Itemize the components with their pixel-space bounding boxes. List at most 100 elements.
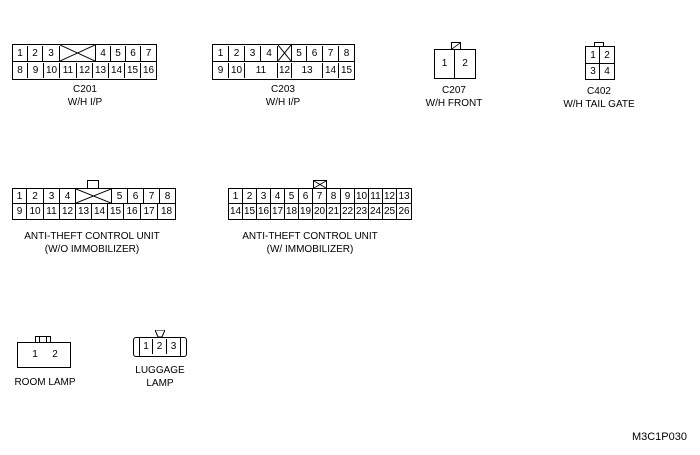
luggage-lamp-label-line2: LAMP (146, 378, 174, 389)
pin-3: 3 (257, 189, 271, 204)
pin-5: 5 (111, 46, 126, 61)
pin-7: 7 (144, 189, 160, 204)
pin-25: 25 (383, 204, 397, 219)
connector-luggage-lamp: 1 2 3 (133, 330, 189, 360)
connector-face: 1 2 3 4 5 6 7 8 9 10 11 12 13 14 15 16 1… (228, 188, 412, 220)
pin-21: 21 (327, 204, 341, 219)
pin-9: 9 (13, 204, 27, 219)
pin-2: 2 (153, 339, 167, 354)
c201-code: C201 (73, 84, 97, 95)
connector-c203: 1 2 3 4 5 6 7 8 9 10 11 12 13 14 15 (212, 44, 355, 80)
pin-10: 10 (44, 63, 60, 78)
connector-c207: 1 2 (434, 42, 476, 80)
pin-4: 4 (604, 66, 610, 77)
pin-2: 2 (229, 46, 245, 61)
pin-11: 11 (369, 189, 383, 204)
connector-anti-theft-wo-immobilizer: 1 2 3 4 5 6 7 8 9 10 11 12 13 14 15 16 1… (12, 180, 177, 220)
pin-8: 8 (343, 48, 350, 59)
pin-12: 12 (60, 204, 76, 219)
connector-c201: 1 2 3 4 5 6 7 8 9 10 11 12 13 14 15 16 (12, 44, 157, 80)
pin-9: 9 (28, 63, 44, 78)
c207-harness: W/H FRONT (425, 98, 483, 109)
pin-4: 4 (261, 46, 278, 61)
pin-5: 5 (292, 46, 307, 61)
pin-1: 1 (229, 189, 243, 204)
diagram-reference-code: M3C1P030 (631, 431, 687, 443)
pin-6: 6 (126, 46, 141, 61)
pin-4: 4 (60, 189, 76, 204)
pin-18: 18 (160, 206, 173, 217)
pin-10: 10 (27, 204, 44, 219)
c402-code: C402 (587, 86, 611, 97)
connector-face: 1 2 3 4 5 6 7 8 9 10 11 12 13 14 15 (212, 44, 355, 80)
pin-1: 1 (590, 50, 596, 61)
luggage-lamp-label-line1: LUGGAGE (135, 365, 185, 376)
blocked-cavity-x (76, 189, 112, 203)
pin-12: 12 (278, 63, 292, 78)
pin-12: 12 (383, 189, 397, 204)
pin-3: 3 (590, 66, 596, 77)
pin-3: 3 (245, 46, 261, 61)
connector-face: 1 2 3 4 (585, 46, 615, 80)
pin-1: 1 (213, 46, 229, 61)
pin-3: 3 (44, 189, 60, 204)
pin-15: 15 (340, 65, 353, 76)
pin-13: 13 (398, 191, 410, 202)
pin-19: 19 (299, 204, 313, 219)
pin-8: 8 (13, 63, 28, 78)
c402-harness: W/H TAIL GATE (563, 99, 635, 110)
pin-14: 14 (109, 63, 125, 78)
pin-1: 1 (140, 339, 153, 354)
pin-15: 15 (125, 63, 141, 78)
pin-2: 2 (243, 189, 257, 204)
pin-9: 9 (213, 63, 229, 78)
pin-16: 16 (257, 204, 271, 219)
connector-room-lamp: 1 2 (17, 336, 73, 370)
pin-1: 1 (32, 349, 38, 360)
connector-face: 1 2 3 4 5 6 7 8 9 10 11 12 13 14 15 16 1… (12, 188, 176, 220)
pin-3: 3 (43, 46, 60, 61)
pin-26: 26 (398, 206, 410, 217)
pin-11: 11 (60, 63, 77, 78)
blocked-cavity-x (60, 45, 96, 61)
pin-6: 6 (128, 189, 144, 204)
pin-17: 17 (141, 204, 158, 219)
pin-2: 2 (52, 349, 58, 360)
pin-10: 10 (355, 189, 369, 204)
pin-10: 10 (229, 63, 245, 78)
pin-14: 14 (92, 204, 108, 219)
anti-theft-wo-variant: (W/O IMMOBILIZER) (44, 244, 140, 255)
pin-7: 7 (145, 48, 152, 59)
anti-theft-w-name: ANTI-THEFT CONTROL UNIT (242, 231, 378, 242)
pin-1: 1 (435, 56, 455, 71)
pin-11: 11 (245, 63, 278, 78)
pin-8: 8 (164, 191, 171, 202)
pin-20: 20 (313, 204, 327, 219)
pin-7: 7 (313, 189, 327, 204)
pin-13: 13 (93, 63, 109, 78)
c203-harness: W/H I/P (265, 97, 301, 108)
pin-22: 22 (341, 204, 355, 219)
c203-code: C203 (271, 84, 295, 95)
pin-2: 2 (27, 189, 44, 204)
connector-face: 1 2 (17, 342, 71, 368)
pin-11: 11 (44, 204, 60, 219)
pin-4: 4 (271, 189, 285, 204)
pin-15: 15 (243, 204, 257, 219)
pin-1: 1 (13, 46, 28, 61)
blocked-cavity-x (278, 45, 292, 61)
c207-code: C207 (442, 85, 466, 96)
pin-2: 2 (462, 58, 468, 69)
pin-24: 24 (369, 204, 383, 219)
pin-8: 8 (327, 189, 341, 204)
pin-5: 5 (285, 189, 299, 204)
pin-2: 2 (604, 50, 610, 61)
pin-16: 16 (124, 204, 141, 219)
pin-16: 16 (142, 65, 155, 76)
pin-6: 6 (299, 189, 313, 204)
anti-theft-wo-name: ANTI-THEFT CONTROL UNIT (24, 231, 160, 242)
pin-17: 17 (271, 204, 285, 219)
pin-4: 4 (96, 46, 111, 61)
pin-18: 18 (285, 204, 299, 219)
